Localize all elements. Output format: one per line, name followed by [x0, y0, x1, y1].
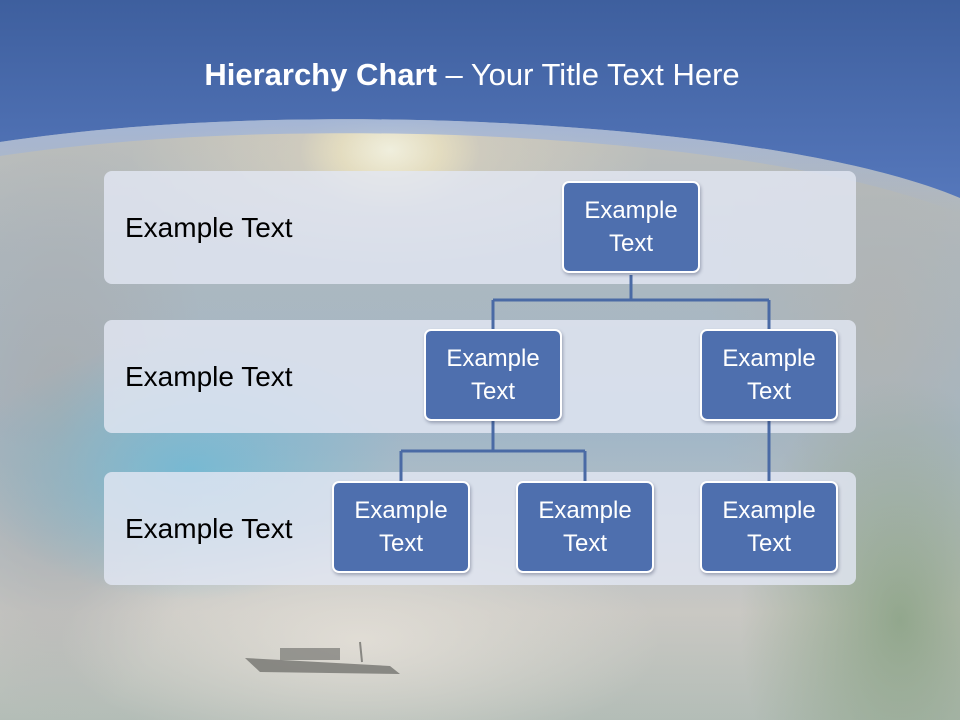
node-level3-left[interactable]: Example Text — [332, 481, 470, 573]
node-level3-right[interactable]: Example Text — [700, 481, 838, 573]
node-level3-left-label: Example Text — [354, 497, 448, 557]
level-label-1: Example Text — [125, 211, 293, 243]
node-level2-left[interactable]: Example Text — [424, 329, 562, 421]
node-level3-middle-label: Example Text — [538, 497, 632, 557]
level-label-2: Example Text — [125, 360, 293, 392]
node-root[interactable]: Example Text — [562, 181, 700, 273]
node-level3-middle[interactable]: Example Text — [516, 481, 654, 573]
slide-title: Hierarchy Chart – Your Title Text Here — [0, 55, 944, 95]
node-level2-left-label: Example Text — [446, 345, 540, 405]
node-root-label: Example Text — [584, 197, 678, 257]
node-level2-right-label: Example Text — [722, 345, 816, 405]
level-label-3: Example Text — [125, 512, 293, 544]
slide-title-bold: Hierarchy Chart — [204, 57, 437, 92]
slide-title-rest: – Your Title Text Here — [436, 57, 740, 92]
header-band — [0, 0, 960, 214]
level-band-1: Example Text — [104, 171, 856, 284]
node-level3-right-label: Example Text — [722, 497, 816, 557]
node-level2-right[interactable]: Example Text — [700, 329, 838, 421]
shipwreck-image — [245, 641, 400, 674]
